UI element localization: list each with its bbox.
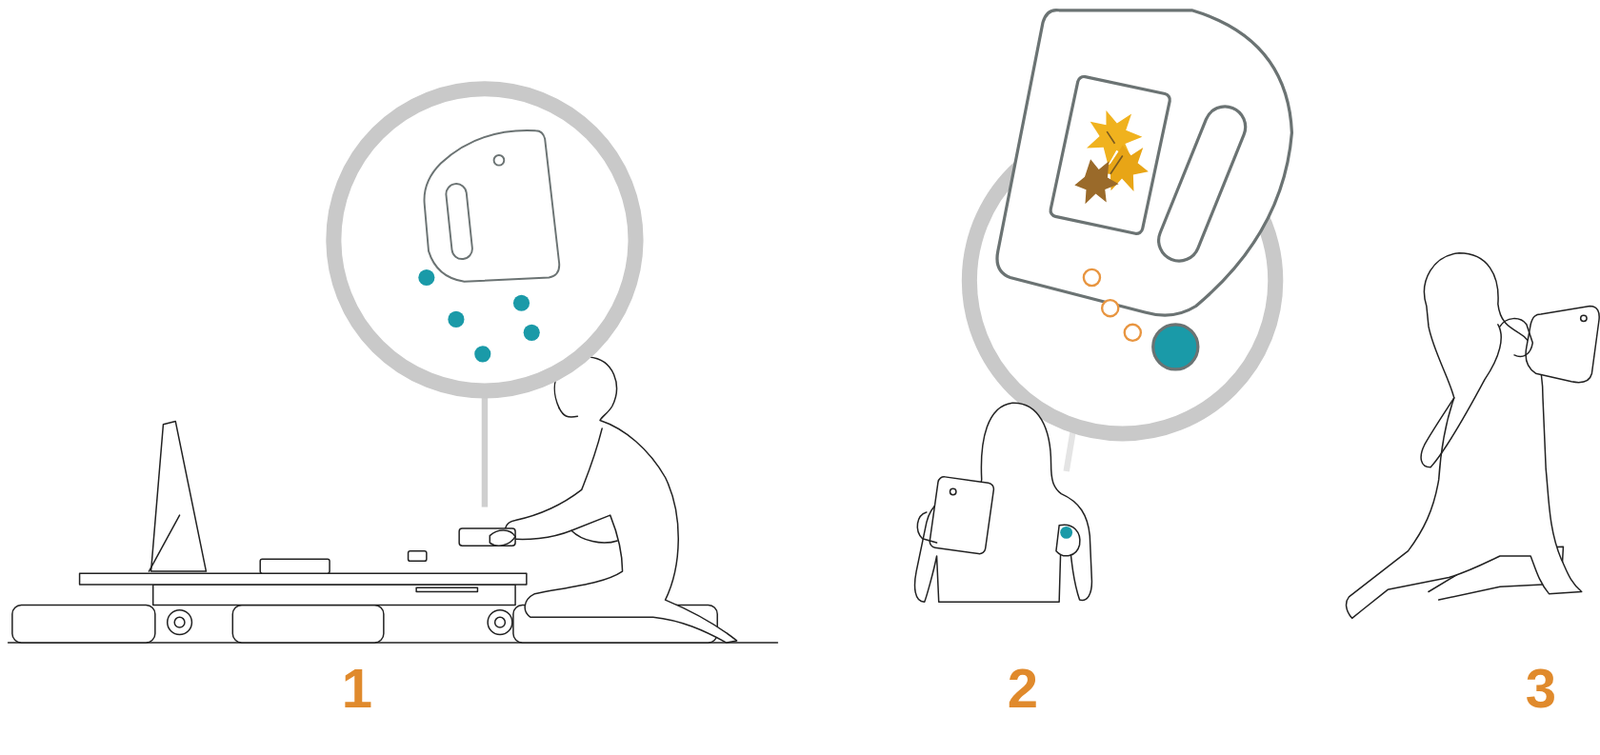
step-number: 3 xyxy=(1525,660,1557,717)
step-number: 1 xyxy=(341,660,373,717)
step-number: 2 xyxy=(1007,660,1039,717)
